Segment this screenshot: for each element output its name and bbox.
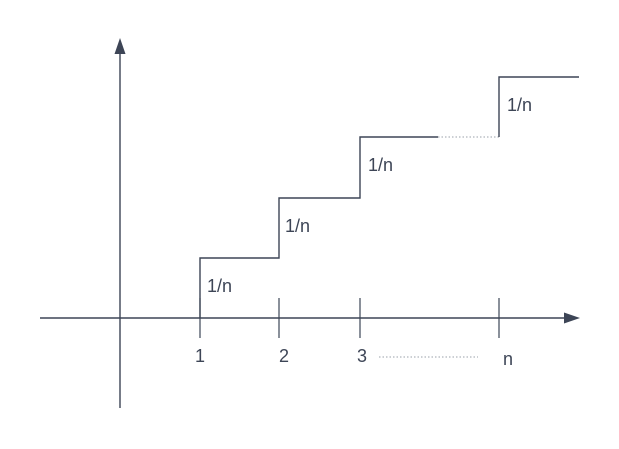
step-function-line-end bbox=[498, 76, 579, 137]
step-label-3: 1/n bbox=[368, 155, 393, 175]
step-label-1: 1/n bbox=[207, 276, 232, 296]
step-label-2: 1/n bbox=[285, 216, 310, 236]
x-tick-label-n: n bbox=[503, 349, 513, 369]
x-tick-label-3: 3 bbox=[357, 346, 367, 366]
step-function-line bbox=[199, 136, 438, 318]
x-axis-arrowhead bbox=[564, 312, 580, 324]
y-axis-arrowhead bbox=[114, 38, 126, 54]
x-tick-label-1: 1 bbox=[195, 346, 205, 366]
step-label-4: 1/n bbox=[507, 95, 532, 115]
x-tick-label-2: 2 bbox=[279, 346, 289, 366]
